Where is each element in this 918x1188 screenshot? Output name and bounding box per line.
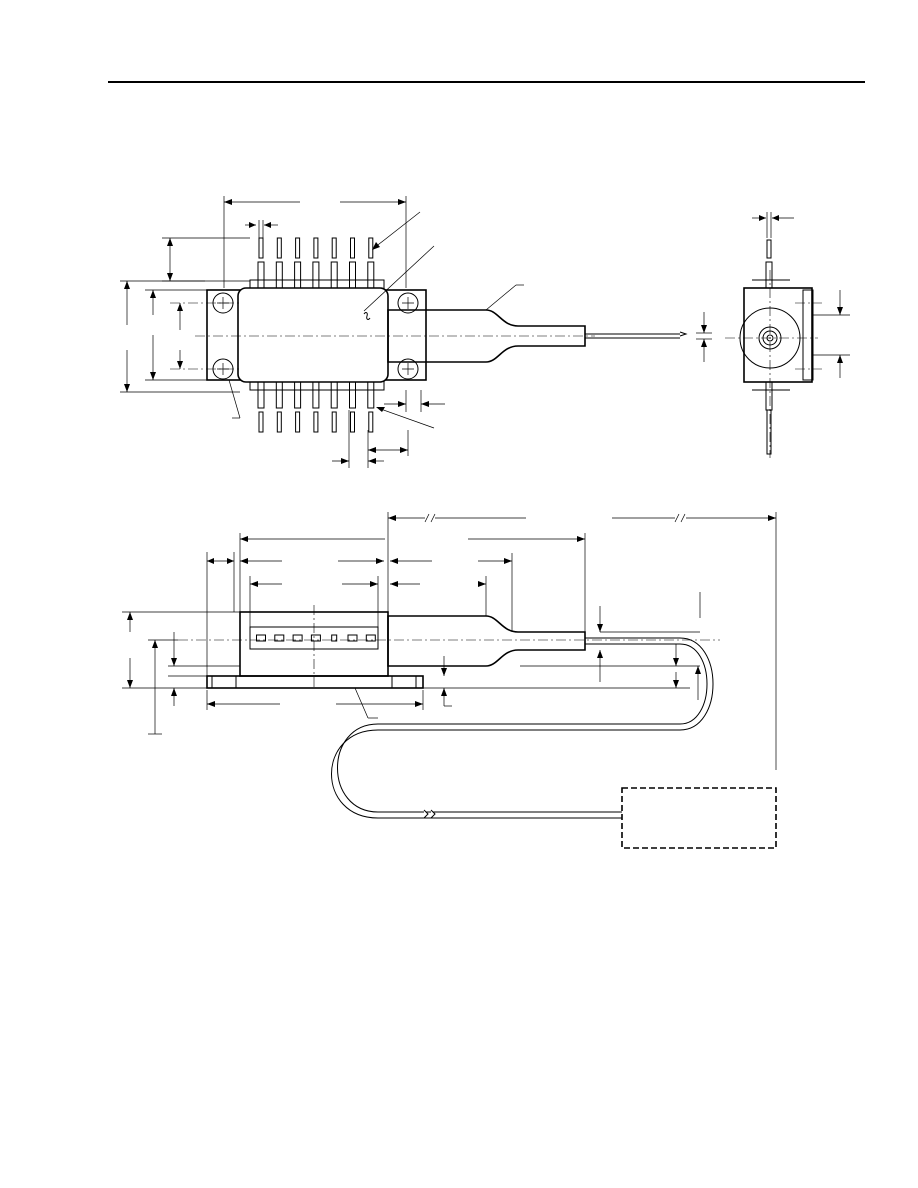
end-view-lead-bottom-pin (766, 409, 772, 455)
side-pin (292, 634, 303, 642)
package-body (237, 287, 389, 383)
lead-pin (258, 237, 264, 259)
side-pin (365, 634, 376, 642)
lead-pin (313, 411, 319, 433)
lead-pin (368, 237, 374, 259)
lead-pin (276, 237, 282, 259)
fiber-loop (331, 637, 714, 819)
fiber-end (679, 331, 688, 337)
end-view-lead-top-pin (766, 239, 772, 259)
side-pin (310, 634, 321, 642)
mounting-hole (397, 358, 419, 380)
lead-pin (331, 237, 337, 259)
side-pins (256, 634, 376, 642)
lead-pin-shoulder (257, 261, 265, 289)
end-view-body (743, 287, 813, 383)
lead-pin-shoulder (349, 261, 356, 289)
lead-pin-shoulder (330, 381, 338, 409)
side-foot (211, 675, 237, 689)
end-view-lead-bottom (765, 381, 773, 411)
top-view-dimensions (120, 196, 712, 468)
lead-pin (276, 411, 282, 433)
end-view-flange (802, 289, 814, 381)
side-fiber-boot (387, 615, 586, 667)
side-view-dimensions (122, 512, 777, 770)
side-pin (347, 634, 358, 642)
fiber-boot (387, 309, 586, 363)
lead-pin-shoulder (294, 261, 302, 289)
lead-pin-shoulder (330, 261, 338, 289)
lead-pin (350, 411, 355, 433)
lead-pin-shoulder (275, 381, 283, 409)
side-pin (274, 634, 285, 642)
lead-pin-shoulder (275, 261, 283, 289)
connector-box (621, 787, 777, 849)
lead-pin (368, 411, 374, 433)
lead-pin (295, 411, 301, 433)
lead-pin-shoulder (257, 381, 265, 409)
top-view (170, 237, 688, 433)
pin-one-marker (363, 312, 371, 320)
lead-pin-shoulder (349, 381, 356, 409)
side-foot (391, 675, 417, 689)
lead-pin-shoulder (367, 381, 375, 409)
lead-pin-shoulder (312, 261, 320, 289)
lead-pin-shoulder (367, 261, 375, 289)
mounting-hole (397, 292, 419, 314)
end-view-lead-top (765, 261, 773, 289)
lead-pin (295, 237, 301, 259)
side-base-plate (206, 675, 424, 689)
lead-pin (350, 237, 355, 259)
lead-pin (331, 411, 337, 433)
mounting-holes (212, 292, 419, 380)
pins-top (257, 237, 375, 289)
side-pin (256, 634, 266, 642)
side-view (178, 605, 777, 849)
pins-bottom (257, 381, 375, 433)
fiber-loop (337, 643, 708, 813)
lead-pin (313, 237, 319, 259)
side-pin (331, 634, 338, 642)
lead-pin (258, 411, 264, 433)
end-view (725, 212, 850, 458)
lead-pin-shoulder (312, 381, 320, 409)
lead-pin-shoulder (294, 381, 302, 409)
